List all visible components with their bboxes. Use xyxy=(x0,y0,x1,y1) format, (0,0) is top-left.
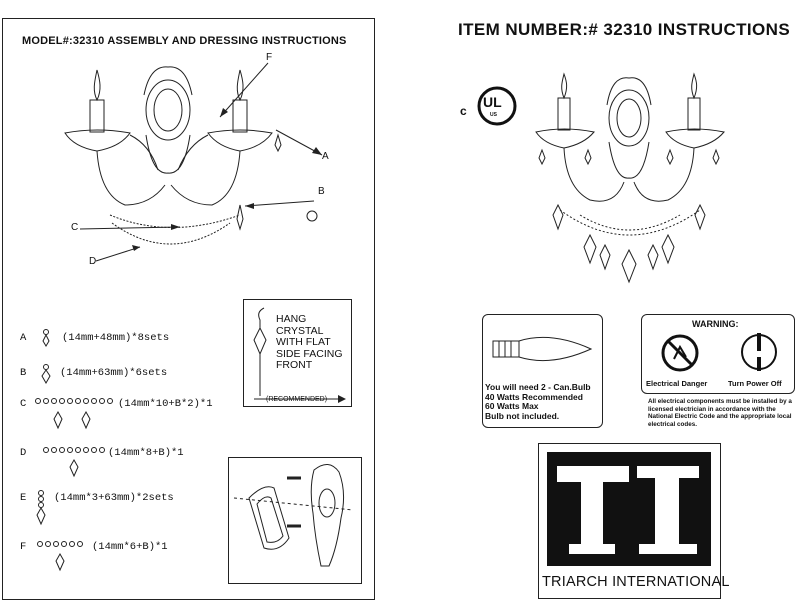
hang-crystal-box: HANG CRYSTAL WITH FLAT SIDE FACING FRONT… xyxy=(243,299,352,407)
ul-text: UL xyxy=(483,94,502,110)
mounting-diagram xyxy=(228,457,362,584)
bead-chain-icon xyxy=(43,447,105,478)
company-name: TRIARCH INTERNATIONAL xyxy=(542,574,730,590)
hanging-crystal-icon xyxy=(253,307,267,396)
bead-chain-icon xyxy=(37,541,83,572)
crystal-drop-icon xyxy=(36,490,46,526)
part-letter: B xyxy=(20,367,27,379)
part-spec: (14mm*3+63mm)*2sets xyxy=(54,492,174,504)
assembly-panel xyxy=(2,18,375,600)
callout-a: A xyxy=(322,151,329,162)
ti-logo-icon xyxy=(557,466,699,554)
part-letter: A xyxy=(20,332,27,344)
electrician-note: All electrical components must be instal… xyxy=(648,398,792,428)
chandelier-assembly-diagram xyxy=(64,62,323,262)
power-off-icon xyxy=(741,333,777,371)
mounting-plate-diagram xyxy=(233,464,354,567)
part-letter: C xyxy=(20,398,27,410)
electrical-danger-icon xyxy=(661,334,699,372)
hang-instructions: HANG CRYSTAL WITH FLAT SIDE FACING FRONT xyxy=(276,313,343,371)
ul-us-text: US xyxy=(490,112,497,118)
recommended-label: (RECOMMENDED) xyxy=(266,396,328,403)
part-spec: (14mm*8+B)*1 xyxy=(108,447,184,459)
part-letter: F xyxy=(20,541,27,553)
logo-mark xyxy=(547,452,711,566)
ul-c-text: c xyxy=(460,104,467,118)
warning-box: WARNING: Electrical Danger Turn Power Of… xyxy=(641,314,795,394)
ul-logo-icon xyxy=(477,86,517,126)
part-spec: (14mm+63mm)*6sets xyxy=(60,367,168,379)
callout-f: F xyxy=(266,52,273,63)
candelabra-bulb-icon xyxy=(492,336,593,362)
bulb-info-box: You will need 2 - Can.Bulb 40 Watts Reco… xyxy=(482,314,603,428)
part-spec: (14mm+48mm)*8sets xyxy=(62,332,170,344)
triarch-logo: TRIARCH INTERNATIONAL xyxy=(538,443,730,599)
electrical-danger-label: Electrical Danger xyxy=(646,379,708,388)
item-title: ITEM NUMBER:# 32310 INSTRUCTIONS xyxy=(458,20,791,39)
part-letter: D xyxy=(20,447,27,459)
warning-title: WARNING: xyxy=(692,319,739,329)
callout-c: C xyxy=(71,222,79,233)
bead-chain-icon xyxy=(35,398,113,430)
callout-b: B xyxy=(318,186,325,197)
arrow-icon xyxy=(254,395,346,403)
part-letter: E xyxy=(20,492,27,504)
crystal-icon xyxy=(42,329,50,347)
model-title: MODEL#:32310 ASSEMBLY AND DRESSING INSTR… xyxy=(22,35,347,47)
part-spec: (14mm*10+B*2)*1 xyxy=(118,398,213,410)
part-spec: (14mm*6+B)*1 xyxy=(92,541,168,553)
chandelier-product-image xyxy=(535,72,725,284)
crystal-icon xyxy=(41,364,51,385)
bulb-requirements: You will need 2 - Can.Bulb 40 Watts Reco… xyxy=(485,382,591,421)
callout-d: D xyxy=(89,256,97,267)
turn-power-off-label: Turn Power Off xyxy=(728,379,782,388)
